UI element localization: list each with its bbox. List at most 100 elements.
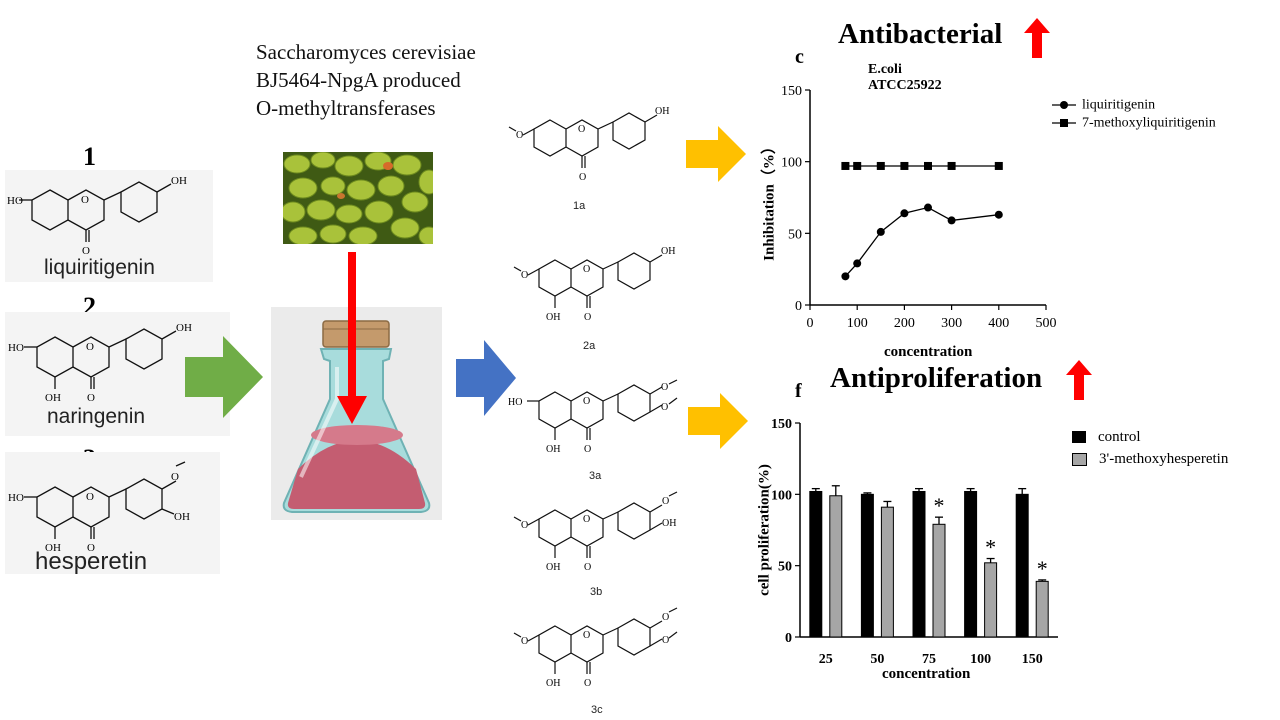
square-marker-icon — [1052, 119, 1076, 128]
chart-f-bar-1 — [932, 523, 946, 638]
chart-c-point-0 — [947, 216, 956, 225]
product-3a-structure-icon: HO O O OH O O — [508, 379, 678, 455]
chart-c-point-1 — [924, 161, 932, 170]
product-label-2a: 2a — [583, 340, 596, 352]
chart-c-x-tick-label: 300 — [941, 316, 962, 331]
chart-c-y-tick-label: 0 — [795, 299, 802, 314]
chart-f-x-tick-label: 100 — [970, 652, 991, 667]
substrate-number-1: 1 — [83, 142, 96, 171]
chart-c-x-tick-label: 0 — [807, 316, 814, 331]
product-2a-structure-icon: O O O OH OH — [513, 246, 675, 323]
chart-c-x-tick-label: 100 — [847, 316, 868, 331]
svg-text:OH: OH — [661, 246, 675, 257]
product-label-3a: 3a — [589, 470, 602, 482]
chart-c-point-1 — [994, 161, 1003, 170]
svg-text:O: O — [662, 612, 669, 623]
chart-c-legend: liquiritigenin 7-methoxyliquiritigenin — [1050, 96, 1216, 132]
svg-text:O: O — [662, 635, 669, 646]
chart-c-legend-label-1: 7-methoxyliquiritigenin — [1082, 115, 1216, 131]
svg-text:HO: HO — [7, 195, 23, 207]
chart-c-point-1 — [900, 161, 909, 170]
organism-line-2: BJ5464-NpgA produced — [256, 68, 461, 92]
chart-c-point-0 — [876, 227, 885, 236]
svg-text:OH: OH — [662, 518, 676, 529]
product-label-1a: 1a — [573, 200, 586, 212]
chart-f-x-tick-label: 25 — [819, 652, 833, 667]
chart-c-y-tick-label: 100 — [781, 156, 802, 171]
substrate-name-naringenin: naringenin — [47, 405, 146, 428]
svg-text:OH: OH — [171, 175, 187, 187]
organism-line-1: Saccharomyces cerevisiae — [256, 40, 476, 64]
svg-text:O: O — [516, 130, 523, 141]
svg-text:O: O — [583, 514, 590, 525]
chart-f-legend-label-0: control — [1098, 428, 1141, 445]
chart-f-x-tick-label: 75 — [922, 652, 936, 667]
chart-c-point-0 — [841, 272, 850, 281]
chart-c-y-tick-label: 50 — [788, 227, 802, 242]
svg-text:O: O — [171, 471, 179, 483]
chart-f-y-tick-label: 100 — [771, 488, 792, 503]
antibacterial-heading: Antibacterial — [838, 18, 1003, 50]
chart-c-point-0 — [853, 259, 862, 268]
chart-f-significance-mark: * — [934, 493, 945, 518]
product-label-3b: 3b — [590, 586, 603, 598]
product-3b: O O O OH O OH 3b — [505, 478, 695, 606]
chart-f-y-tick-label: 0 — [785, 631, 792, 646]
chart-c-xlabel: concentration — [884, 344, 973, 360]
circle-marker-icon — [1052, 101, 1076, 110]
product-2a: O O O OH OH 2a — [505, 232, 695, 362]
svg-text:O: O — [579, 172, 586, 183]
chart-f-bar-0 — [860, 493, 874, 638]
chart-f-significance-mark: * — [1037, 556, 1048, 581]
chart-f-legend: control 3'-methoxyhesperetin — [1072, 428, 1228, 472]
chart-f-bar-0 — [809, 490, 823, 638]
chart-c-point-1 — [853, 161, 862, 170]
chart-f-bar-0 — [912, 490, 926, 638]
product-3c-structure-icon: O O O OH O O — [513, 607, 678, 689]
svg-text:OH: OH — [546, 678, 560, 689]
chart-c-legend-item-1: 7-methoxyliquiritigenin — [1050, 114, 1216, 132]
chart-c-point-1 — [841, 161, 850, 170]
svg-text:O: O — [578, 124, 585, 135]
svg-text:OH: OH — [45, 392, 61, 404]
chart-c-y-tick-label: 150 — [781, 84, 802, 99]
naringenin-structure-icon: HO O O OH OH — [8, 322, 192, 404]
yeast-cells-image — [283, 152, 433, 244]
svg-text:O: O — [661, 402, 668, 413]
chart-f-bar-1 — [829, 495, 843, 638]
svg-text:HO: HO — [8, 342, 24, 354]
product-1a-structure-icon: O O O OH — [508, 106, 669, 183]
svg-text:OH: OH — [655, 106, 669, 117]
chart-c-x-tick-label: 200 — [894, 316, 915, 331]
svg-text:O: O — [86, 341, 94, 353]
chart-f-bar-0 — [964, 490, 978, 638]
chart-f-bar-1 — [984, 562, 998, 638]
svg-text:O: O — [521, 520, 528, 531]
antiproliferation-heading: Antiproliferation — [830, 362, 1043, 394]
chart-f-y-tick-label: 150 — [771, 417, 792, 432]
chart-f-bar-1 — [880, 506, 894, 638]
substrate-structure-liquiritigenin: HO O O OH — [5, 170, 213, 282]
substrate-name-hesperetin: hesperetin — [35, 548, 148, 575]
chart-f-legend-item-0: control — [1072, 428, 1228, 450]
svg-text:OH: OH — [546, 562, 560, 573]
product-3b-structure-icon: O O O OH O OH — [513, 491, 678, 573]
svg-text:O: O — [662, 496, 669, 507]
svg-text:O: O — [583, 630, 590, 641]
svg-text:O: O — [661, 382, 668, 393]
chart-f-y-tick-label: 50 — [778, 560, 792, 575]
chart-f-xlabel: concentration — [882, 666, 971, 682]
chart-c-x-tick-label: 400 — [988, 316, 1009, 331]
chart-f-legend-label-1: 3'-methoxyhesperetin — [1099, 450, 1229, 467]
chart-c-point-0 — [994, 210, 1003, 219]
svg-text:OH: OH — [174, 511, 190, 523]
svg-text:O: O — [82, 245, 90, 257]
svg-text:O: O — [584, 562, 591, 573]
svg-text:O: O — [521, 270, 528, 281]
svg-text:O: O — [81, 194, 89, 206]
svg-text:OH: OH — [546, 444, 560, 455]
svg-text:O: O — [584, 444, 591, 455]
chart-c-x-tick-label: 500 — [1036, 316, 1057, 331]
